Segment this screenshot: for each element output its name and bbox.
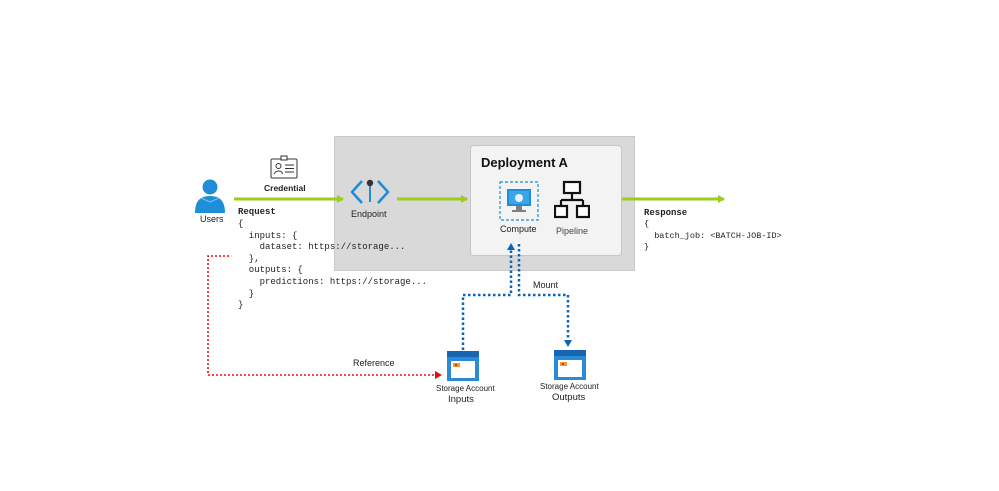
storage-outputs-icon xyxy=(553,349,587,381)
reference-label: Reference xyxy=(353,358,395,368)
storage-outputs-line2: Outputs xyxy=(552,392,586,403)
mount-label: Mount xyxy=(533,280,559,290)
mount-line-inputs xyxy=(461,243,515,350)
pipeline-label: Pipeline xyxy=(556,226,589,236)
response-body: { batch_job: <BATCH-JOB-ID> } xyxy=(644,219,782,253)
request-title: Request xyxy=(238,207,276,217)
users-label: Users xyxy=(200,214,224,224)
storage-outputs-line1: Storage Account xyxy=(540,382,599,391)
mount-line-outputs xyxy=(517,244,572,347)
storage-inputs-icon xyxy=(446,350,480,382)
credential-icon xyxy=(270,155,298,179)
users-icon xyxy=(192,178,228,214)
response-title: Response xyxy=(644,208,688,218)
endpoint-icon xyxy=(350,177,390,207)
storage-inputs-line2: Inputs xyxy=(448,394,474,405)
endpoint-label: Endpoint xyxy=(351,209,387,219)
deployment-title: Deployment A xyxy=(481,155,568,170)
reference-line xyxy=(207,255,442,379)
compute-icon xyxy=(499,181,539,221)
pipeline-icon xyxy=(553,180,591,220)
storage-inputs-line1: Storage Account xyxy=(436,384,495,393)
compute-label: Compute xyxy=(500,224,537,234)
credential-label: Credential xyxy=(264,183,306,193)
deployment-container xyxy=(470,145,622,256)
request-body: { inputs: { dataset: https://storage... … xyxy=(238,219,428,311)
